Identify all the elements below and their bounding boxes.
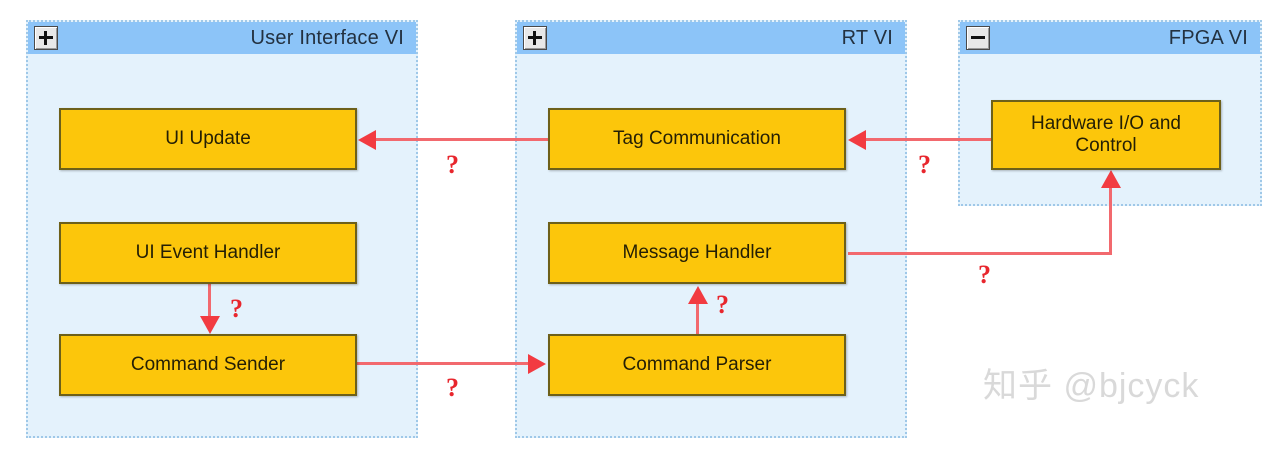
process-box-ui-event-handler[interactable]: UI Event Handler	[59, 222, 357, 284]
panel-title-rt-vi: RT VI	[841, 26, 893, 49]
process-box-hardware-io-line2: Control	[1075, 135, 1137, 156]
connector-label-hardware-to-tag: ?	[918, 150, 931, 179]
plus-icon[interactable]	[34, 26, 58, 50]
connector-parser-to-message	[696, 300, 699, 340]
process-box-hardware-io-and-control[interactable]: Hardware I/O and Control	[991, 100, 1221, 170]
process-box-command-sender[interactable]: Command Sender	[59, 334, 357, 396]
connector-event-to-sender	[208, 282, 211, 322]
connector-label-parser-to-message: ?	[716, 290, 729, 319]
connector-label-tag-to-ui-update: ?	[446, 150, 459, 179]
arrowhead-message-to-hardware	[1101, 170, 1121, 188]
process-box-command-parser[interactable]: Command Parser	[548, 334, 846, 396]
minus-icon[interactable]	[966, 26, 990, 50]
connector-sender-to-parser	[356, 362, 536, 365]
panel-header-rt-vi: RT VI	[517, 22, 905, 54]
arrowhead-hardware-to-tag	[848, 130, 866, 150]
process-box-tag-communication[interactable]: Tag Communication	[548, 108, 846, 170]
connector-tag-to-ui-update	[375, 138, 550, 141]
panel-header-user-interface-vi: User Interface VI	[28, 22, 416, 54]
arrowhead-event-to-sender	[200, 316, 220, 334]
arrowhead-sender-to-parser	[528, 354, 546, 374]
panel-title-fpga-vi: FPGA VI	[1168, 26, 1248, 49]
plus-icon[interactable]	[523, 26, 547, 50]
connector-label-sender-to-parser: ?	[446, 373, 459, 402]
process-box-hardware-io-line1: Hardware I/O and	[1031, 112, 1181, 134]
arrowhead-tag-to-ui-update	[358, 130, 376, 150]
process-box-message-handler[interactable]: Message Handler	[548, 222, 846, 284]
connector-label-event-to-sender: ?	[230, 294, 243, 323]
connector-message-to-hardware-vertical	[1109, 186, 1112, 255]
panel-header-fpga-vi: FPGA VI	[960, 22, 1260, 54]
arrowhead-parser-to-message	[688, 286, 708, 304]
connector-label-message-to-hardware: ?	[978, 260, 991, 289]
process-box-ui-update[interactable]: UI Update	[59, 108, 357, 170]
watermark: 知乎 @bjcyck	[983, 367, 1200, 405]
connector-hardware-to-tag	[865, 138, 993, 141]
panel-title-user-interface-vi: User Interface VI	[250, 26, 404, 49]
connector-message-to-hardware-horizontal	[848, 252, 1112, 255]
